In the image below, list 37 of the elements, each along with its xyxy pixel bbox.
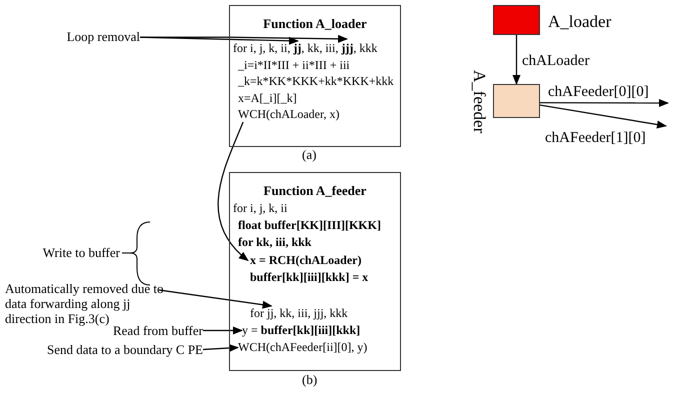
figure-label: (a) (302, 147, 316, 162)
edge-label: chAFeeder[0][0] (548, 84, 649, 101)
edge-label: chAFeeder[1][0] (545, 130, 646, 147)
code-line: for i, j, k, ii, jj, kk, iii, jjj, kkk (233, 41, 378, 56)
annotation-text: Send data to a boundary C PE (47, 342, 203, 357)
edge-label: chALoader (522, 53, 590, 70)
code-line: float buffer[KK][III][KKK] (238, 218, 381, 233)
code-line: for kk, iii, kkk (238, 235, 312, 250)
code-line: WCH(chALoader, x) (238, 107, 340, 122)
annotation-text: Read from buffer (112, 323, 203, 338)
code-line: _k=k*KK*KKK+kk*KKK+kkk (238, 74, 394, 89)
code-box (229, 172, 401, 371)
code-line: x=A[_i][_k] (238, 91, 297, 106)
arrow (540, 104, 667, 128)
pe-name: A_loader (548, 13, 612, 31)
code-line: for i, j, k, ii (233, 201, 288, 216)
code-line: buffer[kk][iii][kkk] = x (250, 270, 368, 285)
leader-arrow (202, 344, 239, 352)
pe-name: A_feeder (470, 70, 488, 134)
code-line: x = RCH(chALoader) (250, 253, 362, 268)
function-title: Function A_loader (262, 16, 368, 31)
arrow (512, 35, 520, 85)
annotation-text: Write to buffer (42, 245, 120, 260)
leader-arrow (203, 326, 243, 334)
arrow (540, 98, 669, 107)
leader-arrow (158, 289, 272, 309)
code-box (229, 5, 401, 147)
annotation-text: Automatically removed due to data forwarding along jj direction in Fig.3(c) (5, 281, 167, 326)
code-line: _i=i*II*III + ii*III + iii (238, 58, 350, 73)
leader-arrow (140, 34, 348, 43)
arrow (218, 122, 249, 262)
figure-label: (b) (302, 372, 318, 387)
code-line: WCH(chAFeeder[ii][0], y) (238, 340, 368, 355)
function-title: Function A_feeder (262, 183, 368, 198)
code-line: for jj, kk, iii, jjj, kkk (250, 306, 348, 321)
annotation-text: Loop removal (66, 29, 140, 44)
code-line: y = buffer[kk][iii][kkk] (242, 323, 360, 338)
